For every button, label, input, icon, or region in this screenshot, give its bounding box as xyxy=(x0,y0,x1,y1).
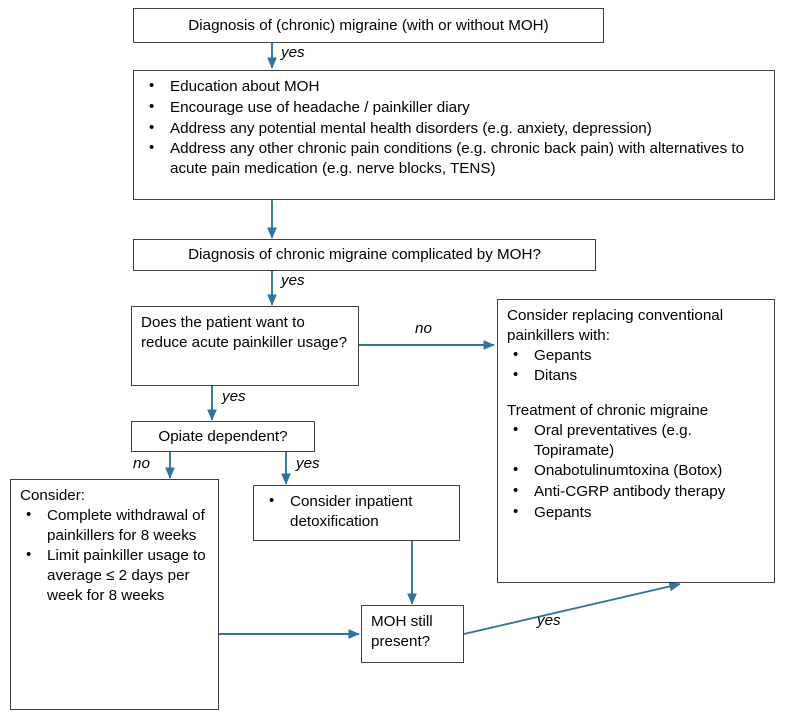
edge-moh-still-yes-to-treatment xyxy=(463,581,681,635)
edge-label-no-reduce: no xyxy=(415,320,432,337)
education-bullet-list: Education about MOH Encourage use of hea… xyxy=(143,76,766,179)
treatment-heading-chronic: Treatment of chronic migraine xyxy=(507,402,709,419)
edge-label-yes-top: yes xyxy=(281,44,305,61)
node-diagnosis-moh-text: Diagnosis of chronic migraine complicate… xyxy=(188,246,541,264)
treatment-heading-replace: Consider replacing conventional painkill… xyxy=(507,307,724,344)
list-item: Address any other chronic pain condition… xyxy=(143,138,766,179)
list-item: Complete withdrawal of painkillers for 8… xyxy=(20,505,210,546)
list-item: Limit painkiller usage to average ≤ 2 da… xyxy=(20,545,210,605)
node-opiate-question[interactable]: Opiate dependent? xyxy=(131,421,315,452)
edge-label-yes-moh: yes xyxy=(281,272,305,289)
treatment-replace-list: Gepants Ditans xyxy=(507,345,766,387)
node-reduce-question-text: Does the patient want to reduce acute pa… xyxy=(141,314,348,351)
list-item: Consider inpatient detoxification xyxy=(263,491,451,532)
list-item: Oral preventatives (e.g. Topiramate) xyxy=(507,420,766,461)
list-item: Gepants xyxy=(507,345,766,366)
node-moh-still-text: MOH still present? xyxy=(371,613,433,650)
list-item: Education about MOH xyxy=(143,76,766,97)
list-item: Anti-CGRP antibody therapy xyxy=(507,481,766,502)
node-opiate-question-text: Opiate dependent? xyxy=(158,427,288,445)
node-detox-box[interactable]: Consider inpatient detoxification xyxy=(253,485,460,541)
list-item: Ditans xyxy=(507,365,766,386)
node-treatment-box[interactable]: Consider replacing conventional painkill… xyxy=(497,299,775,583)
edge-label-yes-reduce: yes xyxy=(222,388,246,405)
node-reduce-question[interactable]: Does the patient want to reduce acute pa… xyxy=(131,306,359,386)
node-diagnosis-moh[interactable]: Diagnosis of chronic migraine complicate… xyxy=(133,239,596,271)
detox-bullet-list: Consider inpatient detoxification xyxy=(263,491,451,532)
list-item: Onabotulinumtoxina (Botox) xyxy=(507,460,766,481)
edge-label-yes-moh-still: yes xyxy=(537,612,561,629)
edge-label-no-opiate: no xyxy=(133,455,150,472)
node-moh-still[interactable]: MOH still present? xyxy=(361,605,464,663)
node-education-box[interactable]: Education about MOH Encourage use of hea… xyxy=(133,70,775,200)
treatment-section-spacer xyxy=(507,387,766,401)
node-consider-box[interactable]: Consider: Complete withdrawal of painkil… xyxy=(10,479,219,710)
edge-label-yes-opiate: yes xyxy=(296,455,320,472)
consider-box-heading: Consider: xyxy=(20,487,85,504)
list-item: Gepants xyxy=(507,502,766,523)
list-item: Address any potential mental health diso… xyxy=(143,118,766,139)
list-item: Encourage use of headache / painkiller d… xyxy=(143,97,766,118)
node-diagnosis-top[interactable]: Diagnosis of (chronic) migraine (with or… xyxy=(133,8,604,43)
consider-bullet-list: Complete withdrawal of painkillers for 8… xyxy=(20,505,210,606)
node-diagnosis-top-text: Diagnosis of (chronic) migraine (with or… xyxy=(188,16,549,34)
treatment-chronic-list: Oral preventatives (e.g. Topiramate) Ona… xyxy=(507,420,766,523)
